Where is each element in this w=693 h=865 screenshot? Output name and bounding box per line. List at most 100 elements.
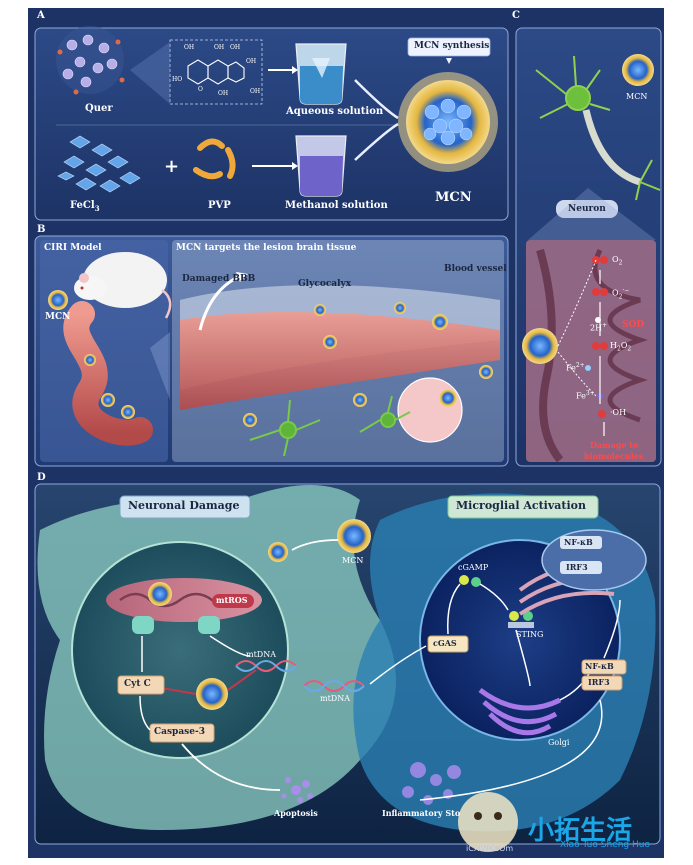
apoptosis-debris-icon bbox=[281, 777, 313, 803]
irf3-nucleus-box bbox=[560, 561, 602, 574]
arrow-to-caspase bbox=[139, 695, 151, 731]
irf3-label: IRF3 bbox=[588, 677, 610, 687]
mcn-synthesis-label: MCN synthesis bbox=[414, 41, 490, 51]
quer-oh-4: OH bbox=[218, 90, 229, 97]
neuron-b-icon-2 bbox=[359, 395, 411, 433]
quer-ho: HO bbox=[172, 76, 183, 83]
mito-cristae bbox=[592, 248, 648, 423]
mcn-d-icon bbox=[337, 519, 371, 553]
inhibit-line-mtdna bbox=[227, 669, 257, 691]
panel-a-letter: A bbox=[37, 10, 45, 21]
damaged-bbb-label: Damaged BBB bbox=[182, 274, 256, 284]
caspase-label: Caspase-3 bbox=[154, 727, 205, 737]
vessel-mcn-left bbox=[84, 354, 135, 419]
watermark-cn: 小拓生活 bbox=[528, 816, 633, 846]
zoom-inset-mcn bbox=[439, 389, 457, 407]
neuron-c-icon bbox=[535, 55, 661, 201]
cgamp-label: cGAMP bbox=[458, 563, 489, 572]
watermark-mascot bbox=[458, 792, 518, 852]
arrow-to-storm bbox=[419, 699, 603, 801]
nfkb-nucleus-label: NF-κB bbox=[564, 537, 593, 547]
neuronal-damage-badge bbox=[119, 495, 251, 519]
cytc-label: Cyt C bbox=[124, 679, 151, 689]
blood-vessel-label: Blood vessel bbox=[444, 264, 507, 274]
nfkb-box bbox=[581, 659, 627, 675]
arrow-to-sting bbox=[479, 583, 509, 611]
mtdna-helix-2b bbox=[303, 680, 365, 692]
scavenge-dash-1 bbox=[557, 259, 597, 347]
bbb-endothelium bbox=[180, 312, 500, 410]
golgi-label: Golgi bbox=[548, 738, 570, 747]
microglial-activation-badge bbox=[447, 495, 599, 519]
quer-oh-3: OH bbox=[250, 88, 261, 95]
scavenge-dash-2 bbox=[557, 351, 597, 397]
inflammatory-storm-label: Inflammatory Sto bbox=[382, 808, 461, 818]
arrow-sting-to-golgi bbox=[515, 629, 531, 687]
cgas-label: cGAS bbox=[433, 638, 457, 648]
mcn-c-icon bbox=[622, 54, 654, 86]
fe3-label: Fe3+ bbox=[576, 390, 595, 401]
zoom-cone bbox=[130, 42, 170, 104]
mtdna-label-1: mtDNA bbox=[246, 650, 276, 659]
merge-arrow-top bbox=[354, 79, 399, 120]
quer-oh-2: OH bbox=[246, 58, 257, 65]
zoom-cone-c bbox=[528, 188, 656, 240]
mcn-b-label: MCN bbox=[45, 312, 71, 322]
neuron-label-badge bbox=[556, 200, 618, 218]
mcn-d-small-icon bbox=[268, 542, 288, 562]
merge-arrow-bottom bbox=[354, 122, 399, 161]
sting-receptor-icon bbox=[508, 611, 534, 628]
lesion-title: MCN targets the lesion brain tissue bbox=[176, 243, 357, 253]
o2-radical-label: O2·− bbox=[612, 287, 630, 301]
watermark-pinyin: Xiao Tuo Sheng Huo bbox=[560, 840, 650, 850]
quer-label: Quer bbox=[85, 103, 113, 114]
arrow-to-cgas bbox=[369, 645, 427, 685]
arrow-head-1 bbox=[292, 66, 298, 74]
arrow-to-mtdna bbox=[209, 635, 251, 657]
quer-molecule-icon bbox=[56, 26, 125, 95]
ros-cascade-molecules bbox=[585, 256, 608, 418]
cytc-box bbox=[117, 675, 165, 695]
quer-oh-6: OH bbox=[230, 44, 241, 51]
neuronal-damage-title: Neuronal Damage bbox=[128, 499, 240, 512]
damage-label: Damage to bbox=[590, 440, 639, 450]
methanol-label: Methanol solution bbox=[285, 200, 388, 211]
mcn-in-mito-icon bbox=[148, 582, 172, 606]
mito-membrane bbox=[536, 248, 564, 463]
proton-label: 2H+ bbox=[590, 322, 608, 333]
mcn-nanoparticle-icon bbox=[398, 72, 498, 172]
mtdna-helix-1b bbox=[235, 660, 297, 672]
mptp-channel-1 bbox=[132, 616, 154, 634]
panel-d-letter: D bbox=[37, 472, 46, 483]
microglia-nucleus-area bbox=[419, 539, 621, 741]
hydroxyl-label: ·OH bbox=[610, 408, 627, 417]
mcn-d-arrow bbox=[291, 539, 339, 551]
arrow-to-nucleus bbox=[603, 599, 621, 659]
mcn-inhibitor-icon bbox=[196, 678, 228, 710]
arrow-to-cgamp bbox=[447, 583, 461, 635]
arrow-golgi-to-irf3 bbox=[559, 671, 591, 701]
vessel-tube-left bbox=[63, 301, 153, 446]
quer-oh-1: OH bbox=[184, 44, 195, 51]
rat-icon bbox=[74, 252, 172, 319]
mcn-small-b-icon bbox=[48, 290, 68, 310]
mascot-eye-right bbox=[494, 812, 502, 820]
mitochondrion-d bbox=[106, 578, 262, 622]
zoom-cone-b bbox=[150, 332, 170, 400]
mtdna-helix-1 bbox=[235, 660, 297, 672]
plus-sign: + bbox=[164, 156, 179, 177]
bbb-escape-arrow bbox=[198, 274, 241, 331]
o2-label: O2 bbox=[612, 255, 623, 267]
nfkb-label: NF-κB bbox=[585, 661, 614, 671]
watermark-mid: iCXWOCOm bbox=[466, 844, 514, 853]
mcn-c-label: MCN bbox=[626, 92, 648, 101]
irf3-box bbox=[581, 675, 623, 691]
mtdna-label-2: mtDNA bbox=[320, 694, 350, 703]
mcn-d-label: MCN bbox=[342, 556, 364, 565]
mtros-label: mtROS bbox=[216, 595, 248, 605]
mascot-eye-left bbox=[474, 812, 482, 820]
lesion-mcn-particles bbox=[243, 302, 493, 427]
quer-structure-icon bbox=[187, 59, 245, 85]
cgamp-molecule-icon bbox=[459, 575, 481, 587]
biomolecules-label: biomolecules bbox=[584, 451, 644, 461]
